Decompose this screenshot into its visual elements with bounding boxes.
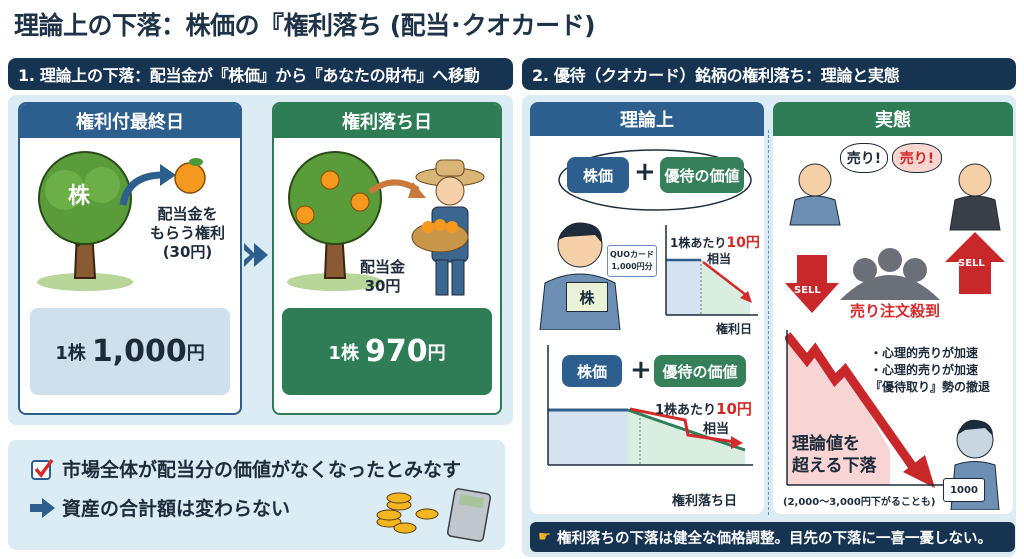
sell-right-label: SELL: [958, 258, 985, 269]
sell-left-label: SELL: [794, 285, 821, 296]
chart2-xlabel: 権利落ち日: [672, 494, 738, 509]
chart2-plus: +: [630, 355, 652, 385]
reality-bullets: ・心理的売りが加速 ・心理的売りが加速 『優待取り』勢の撤退: [870, 346, 991, 394]
price-crash-chart: [785, 330, 945, 488]
page-title: 理論上の下落：株価の『権利落ち (配当･クオカード): [14, 11, 596, 40]
chart2-benefit-pill: 優待の価値: [654, 355, 746, 387]
section2-header: 2. 優待（クオカード）銘柄の権利落ち：理論と実態: [522, 58, 1016, 90]
held-stock-card: 株: [566, 282, 608, 312]
right-arrow-icon: [30, 497, 55, 518]
chart1-note: 1株あたり10円: [670, 235, 760, 251]
chart2-note: 1株あたり10円: [655, 400, 752, 418]
shout-bubble-2: 売り!: [892, 143, 942, 173]
sell-rush-label: 売り注文殺到: [850, 302, 941, 320]
beyond-theory-label: 理論値を 超える下落: [792, 434, 877, 476]
drop-range-note: (2,000〜3,000円下がることも): [783, 497, 936, 508]
transfer-arrow-icon: [119, 164, 176, 206]
next-chevron-icon: [244, 243, 268, 267]
sell-down-arrow-icon: [785, 255, 839, 313]
section1-header: 1. 理論上の下落：配当金が『株価』から『あなたの財布』へ移動: [8, 58, 513, 90]
sign-1000: 1000: [943, 478, 985, 502]
summary-item-market: 市場全体が配当分の価値がなくなったとみなす: [30, 455, 461, 482]
chart2-stock-pill: 株価: [562, 355, 622, 387]
calculator-icon: [447, 488, 492, 542]
shout-bubble-1: 売り!: [840, 143, 888, 173]
summary-item-assets: 資産の合計額は変わらない: [30, 494, 290, 521]
chart1-note-suffix: 相当: [707, 252, 732, 266]
pointing-hand-icon: ☛: [538, 529, 551, 545]
price-after: 1株 970 円: [282, 308, 492, 395]
harvested-tree-icon: [287, 151, 383, 291]
theory-heading: 理論上: [530, 102, 764, 136]
checkbox-checked-icon: [31, 458, 54, 480]
sell-up-arrow-icon: [945, 232, 1005, 294]
theory-chart-1: [665, 225, 758, 316]
farmer-icon: [411, 159, 485, 296]
theory-chart-2: [547, 345, 753, 466]
thought-benefit-pill: 優待の価値: [660, 157, 744, 193]
card-before-heading: 権利付最終日: [20, 104, 240, 138]
bottom-tip-banner: ☛ 権利落ちの下落は健全な価格調整。目先の下落に一喜一憂しない。: [530, 522, 1015, 552]
chart1-xlabel: 権利日: [716, 322, 753, 336]
quo-card: QUOカード 1,000円分: [607, 245, 657, 277]
coins-icon: [376, 492, 439, 534]
plus-sign: +: [634, 157, 656, 187]
orange-icon: [174, 158, 206, 194]
chart2-note-suffix: 相当: [703, 422, 730, 437]
stock-tree-icon: [37, 151, 133, 291]
harvest-arrow-icon: [368, 179, 426, 198]
summary-panel: [8, 440, 505, 550]
column-divider: [768, 130, 769, 515]
price-before: 1株 1,000 円: [30, 308, 230, 395]
dividend-paid-caption: 配当金 30円: [360, 258, 406, 295]
card-after-heading: 権利落ち日: [274, 104, 500, 138]
tree-stock-label: 株: [68, 184, 91, 209]
dividend-right-caption: 配当金を もらう権利 (30円): [150, 205, 226, 261]
panic-crowd-illustration: [789, 163, 1001, 300]
reality-heading: 実態: [773, 102, 1013, 136]
thought-stock-pill: 株価: [567, 157, 629, 193]
